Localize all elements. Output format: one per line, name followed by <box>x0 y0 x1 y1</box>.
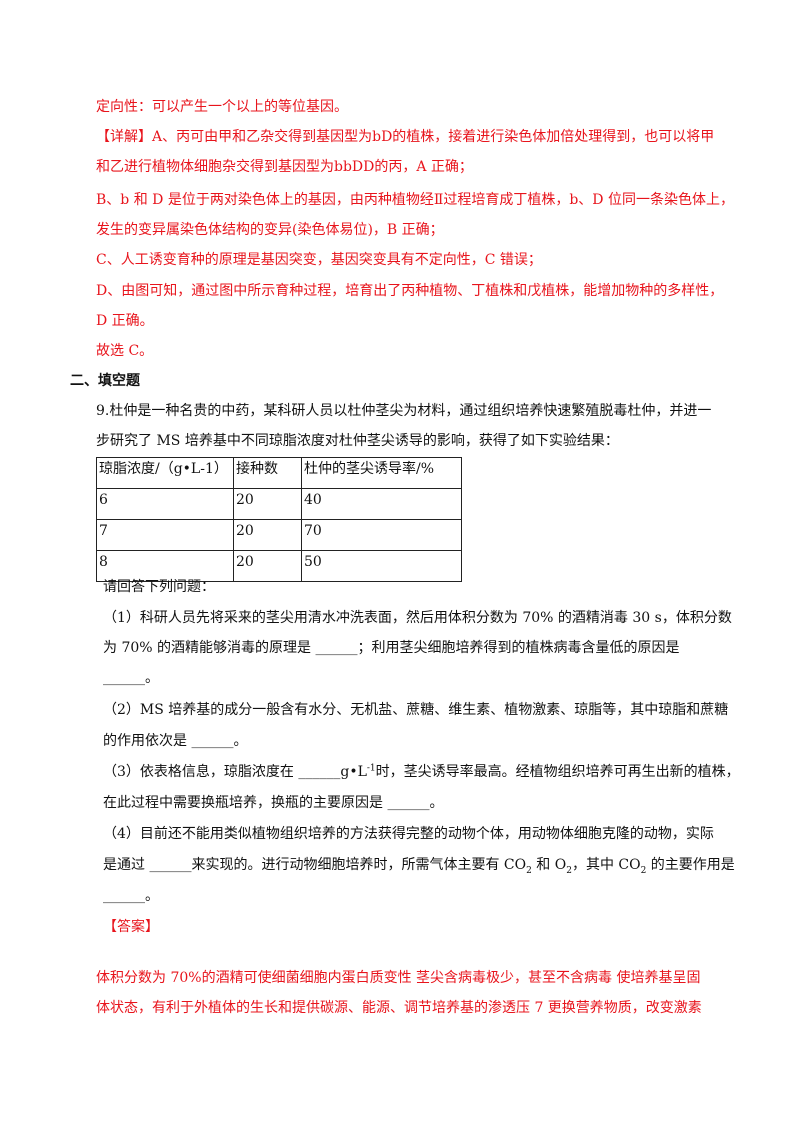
table-row: 7 20 70 <box>96 519 462 551</box>
table-cell: 20 <box>233 550 302 582</box>
question-prompt: 请回答下列问题： <box>103 579 215 595</box>
q3-line-2: 在此过程中需要换瓶培养，换瓶的主要原因是 ______。 <box>103 795 444 811</box>
question-intro-2: 步研究了 MS 培养基中不同琼脂浓度对杜仲茎尖诱导的影响，获得了如下实验结果： <box>96 433 619 449</box>
explanation-line-8: 故选 C。 <box>96 343 154 359</box>
table-row: 6 20 40 <box>96 488 462 520</box>
explanation-line-4: 发生的变异属染色体结构的变异(染色体易位)，B 正确； <box>96 222 444 238</box>
table-row: 8 20 50 <box>96 550 462 582</box>
detail-tag: 【详解】 <box>96 129 152 145</box>
table-cell: 40 <box>301 488 462 520</box>
table-cell: 50 <box>301 550 462 582</box>
explanation-line-6: D、由图可知，通过图中所示育种过程，培育出了丙种植物、丁植株和戊植株，能增加物种… <box>96 283 724 299</box>
q3-line-1-part-b: 时，茎尖诱导率最高。经植物组织培养可再生出新的植株， <box>375 764 740 780</box>
q4-line-2-part-c: ，其中 CO <box>571 857 641 873</box>
q2-line-2: 的作用依次是 ______。 <box>103 733 248 749</box>
explanation-line-5: C、人工诱变育种的原理是基因突变，基因突变具有不定向性，C 错误； <box>96 252 542 268</box>
explanation-line-1: 【详解】A、丙可由甲和乙杂交得到基因型为bD的植株，接着进行染色体加倍处理得到，… <box>96 127 714 147</box>
table-header-cell: 琼脂浓度/（g•L-1） <box>96 457 234 489</box>
q4-line-1: （4）目前还不能用类似植物组织培养的方法获得完整的动物个体，用动物体细胞克隆的动… <box>103 826 714 842</box>
q3-line-1: （3）依表格信息，琼脂浓度在 ______g•L-1时，茎尖诱导率最高。经植物组… <box>103 762 740 782</box>
q2-line-1: （2）MS 培养基的成分一般含有水分、无机盐、蔗糖、维生素、植物激素、琼脂等，其… <box>103 702 729 718</box>
explanation-line-0: 定向性：可以产生一个以上的等位基因。 <box>96 99 348 115</box>
table-cell: 7 <box>96 519 234 551</box>
q4-line-2-part-a: 是通过 ______来实现的。进行动物细胞培养时，所需气体主要有 CO <box>103 857 527 873</box>
explanation-line-3: B、b 和 D 是位于两对染色体上的基因，由丙种植物经Ⅱ过程培育成丁植株，b、D… <box>96 192 734 208</box>
table-header-cell: 接种数 <box>233 457 302 489</box>
q1-line-2: 为 70% 的酒精能够消毒的原理是 ______；利用茎尖细胞培养得到的植株病毒… <box>103 640 680 656</box>
table-cell: 70 <box>301 519 462 551</box>
answer-line-2: 体状态，有利于外植体的生长和提供碳源、能源、调节培养基的渗透压 7 更换营养物质… <box>96 1000 702 1016</box>
section-title: 二、填空题 <box>70 373 140 389</box>
subscript: 2 <box>566 865 572 876</box>
table-header-row: 琼脂浓度/（g•L-1） 接种数 杜仲的茎尖诱导率/% <box>96 457 462 489</box>
question-intro-1: 9.杜仲是一种名贵的中药，某科研人员以杜仲茎尖为材料，通过组织培养快速繁殖脱毒杜… <box>96 403 712 419</box>
q4-line-2-part-b: 和 O <box>531 857 567 873</box>
results-table: 琼脂浓度/（g•L-1） 接种数 杜仲的茎尖诱导率/% 6 20 40 7 20… <box>96 457 462 582</box>
answer-tag: 【答案】 <box>103 919 159 935</box>
explanation-line-7: D 正确。 <box>96 313 154 329</box>
q4-line-2: 是通过 ______来实现的。进行动物细胞培养时，所需气体主要有 CO2 和 O… <box>103 855 735 875</box>
answer-line-1: 体积分数为 70%的酒精可使细菌细胞内蛋白质变性 茎尖含病毒极少，甚至不含病毒 … <box>96 970 701 986</box>
q3-line-1-part-a: （3）依表格信息，琼脂浓度在 ______g•L <box>103 764 367 780</box>
subscript: 2 <box>640 865 647 876</box>
q1-line-3: ______。 <box>103 670 159 686</box>
q1-line-1: （1）科研人员先将采来的茎尖用清水冲洗表面，然后用体积分数为 70% 的酒精消毒… <box>103 610 732 626</box>
subscript: 2 <box>526 865 532 876</box>
table-cell: 6 <box>96 488 234 520</box>
explanation-line-2: 和乙进行植物体细胞杂交得到基因型为bbDD的丙，A 正确； <box>96 159 473 175</box>
table-cell: 20 <box>233 488 302 520</box>
q4-line-3: ______。 <box>103 888 159 904</box>
table-cell: 20 <box>233 519 302 551</box>
unit-exponent: -1 <box>366 763 376 774</box>
q4-line-2-part-d: 的主要作用是 <box>646 857 735 873</box>
table-cell: 8 <box>96 550 234 582</box>
explanation-line-1-text: A、丙可由甲和乙杂交得到基因型为bD的植株，接着进行染色体加倍处理得到，也可以将… <box>152 129 715 145</box>
table-header-cell: 杜仲的茎尖诱导率/% <box>301 457 462 489</box>
